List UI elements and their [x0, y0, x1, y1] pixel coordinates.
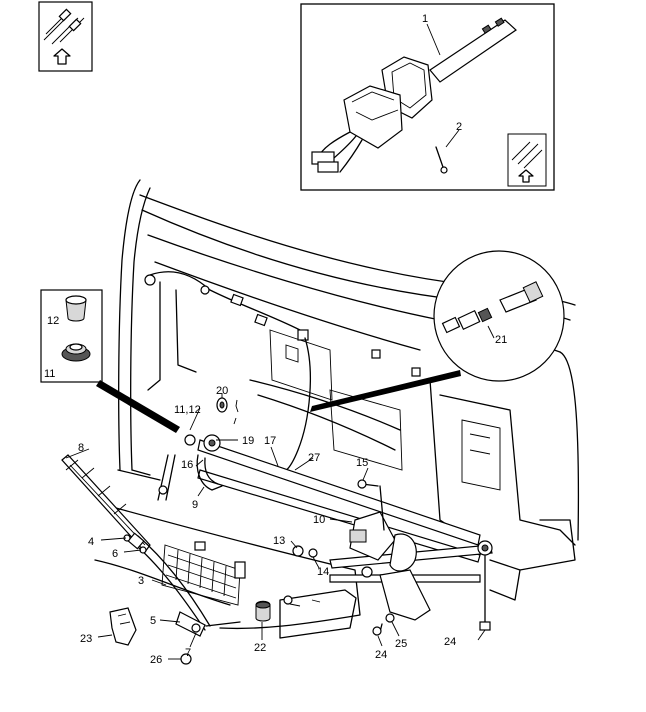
- callout-24-left: 24: [375, 649, 387, 661]
- inset-grommets: [40, 289, 180, 433]
- callout-1: 1: [422, 13, 428, 25]
- wiper-linkage: [157, 434, 493, 631]
- inset-hose-connector: [310, 250, 565, 412]
- callout-22: 22: [254, 642, 266, 654]
- washer-part: [216, 397, 239, 425]
- callout-3: 3: [138, 575, 144, 587]
- lower-fasteners: [372, 613, 395, 636]
- callout-10: 10: [313, 514, 325, 526]
- callout-11-12: 11,12: [174, 404, 201, 416]
- callout-labels: 1 2 3 4 5 6 7 8 9 10 11,12 11 12 13 14 1…: [44, 13, 507, 666]
- cab-body-outline: [117, 179, 580, 601]
- orientation-icon: [38, 1, 93, 72]
- callout-24-right: 24: [444, 636, 456, 648]
- callout-11: 11: [44, 368, 55, 380]
- callout-15: 15: [356, 457, 368, 469]
- callout-7: 7: [185, 647, 191, 659]
- callout-12: 12: [47, 315, 59, 327]
- callout-6: 6: [112, 548, 118, 560]
- callout-26: 26: [150, 654, 162, 666]
- callout-5: 5: [150, 615, 156, 627]
- callout-16: 16: [181, 459, 193, 471]
- callout-19: 19: [242, 435, 254, 447]
- callout-8: 8: [78, 442, 84, 454]
- bushing-and-clip: [109, 595, 293, 646]
- callout-13: 13: [273, 535, 285, 547]
- wiper-blade-and-arm: [61, 454, 241, 665]
- callout-20: 20: [216, 385, 228, 397]
- callout-27: 27: [308, 452, 320, 464]
- leader-lines: [65, 325, 495, 660]
- callout-21: 21: [495, 334, 507, 346]
- callout-17: 17: [264, 435, 276, 447]
- callout-9: 9: [192, 499, 198, 511]
- callout-23: 23: [80, 633, 92, 645]
- callout-25: 25: [395, 638, 407, 650]
- inset-stalk-switch: [300, 3, 555, 191]
- callout-4: 4: [88, 536, 94, 548]
- callout-14: 14: [317, 566, 329, 578]
- callout-2: 2: [456, 121, 462, 133]
